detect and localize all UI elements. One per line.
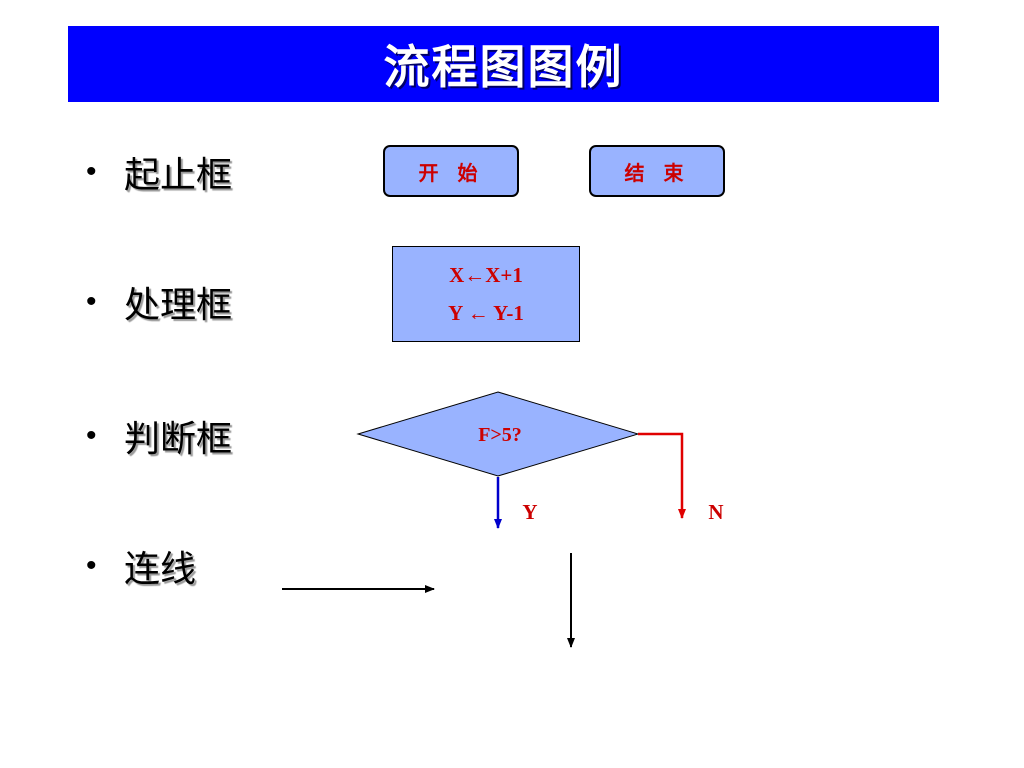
decision-condition: F>5? xyxy=(478,424,522,446)
bullet-dot: • xyxy=(86,419,97,452)
terminal-start-shape: 开 始 xyxy=(383,145,519,197)
yes-label: Y xyxy=(522,500,537,524)
terminal-start-label: 开 始 xyxy=(418,160,484,185)
no-label: N xyxy=(708,500,723,524)
bullet-label: 连线 xyxy=(124,549,197,590)
terminal-end-label: 结 束 xyxy=(624,160,690,185)
bullet-item-connector: • 连线 xyxy=(86,540,196,592)
page-title: 流程图图例 xyxy=(383,40,624,94)
bullet-dot: • xyxy=(86,285,97,318)
bullet-item-terminal: • 起止框 xyxy=(86,146,232,198)
terminal-end-shape: 结 束 xyxy=(589,145,725,197)
bullet-item-process: • 处理框 xyxy=(86,276,232,328)
process-line-1: X←X+1 xyxy=(449,263,523,287)
bullet-label: 起止框 xyxy=(124,155,233,196)
bullet-item-decision: • 判断框 xyxy=(86,410,232,462)
bullet-label: 处理框 xyxy=(124,285,233,326)
decision-diamond xyxy=(356,391,640,477)
bullet-dot: • xyxy=(86,549,97,582)
no-branch-arrow xyxy=(638,432,686,519)
process-line-2: Y ← Y-1 xyxy=(448,301,524,325)
bullet-label: 判断框 xyxy=(124,419,233,460)
bullet-dot: • xyxy=(86,155,97,188)
process-box: X←X+1 Y ← Y-1 xyxy=(392,246,580,342)
title-bar: 流程图图例 xyxy=(68,26,939,102)
